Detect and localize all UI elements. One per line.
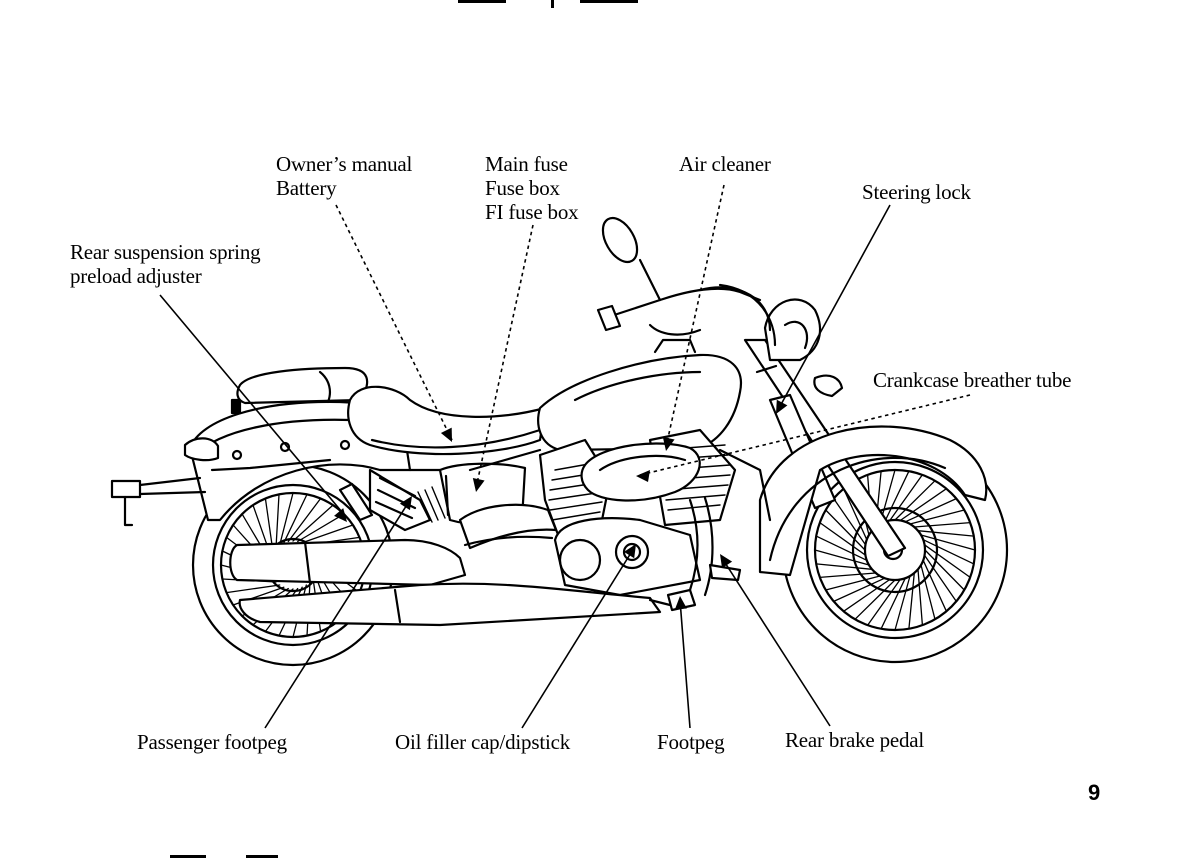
front-wheel-spoke	[815, 535, 868, 561]
label-owners-manual: Owner’s manual	[276, 152, 413, 176]
front-wheel-spoke	[894, 480, 936, 521]
exhaust	[229, 496, 714, 627]
engine	[538, 428, 737, 597]
front-wheel-spoke	[917, 530, 975, 537]
label-main-fuse: Main fuse	[485, 152, 568, 176]
crop-mark	[551, 0, 554, 8]
rear-wheel-spoke	[279, 492, 294, 546]
label-crankcase-breather: Crankcase breather tube	[873, 368, 1072, 392]
rear-wheel-spoke	[264, 497, 274, 553]
front-wheel-spoke	[825, 509, 866, 551]
front-wheel-spoke	[909, 509, 965, 525]
label-air-cleaner: Air cleaner	[679, 152, 771, 176]
crop-mark	[458, 0, 506, 3]
passenger-seat	[236, 366, 369, 405]
front-wheel-spoke	[825, 575, 881, 591]
leader-oil-filler	[521, 547, 635, 729]
label-oil-filler: Oil filler cap/dipstick	[395, 730, 571, 754]
crop-mark	[170, 855, 206, 858]
leader-rear-brake	[721, 557, 831, 727]
front-wheel-spoke	[904, 497, 957, 523]
leader-footpeg	[679, 599, 691, 729]
front-wheel-spoke	[920, 564, 936, 620]
mirror	[601, 216, 639, 264]
label-passenger-footpeg: Passenger footpeg	[137, 730, 287, 754]
front-wheel-spoke	[913, 521, 971, 528]
front-wheel-spoke	[894, 575, 911, 631]
front-wheel-spoke	[923, 544, 971, 579]
front-wheel-spoke	[908, 572, 915, 630]
label-fuse-box: Fuse box	[485, 176, 560, 200]
tail-light	[183, 437, 220, 462]
front-wheel-spoke	[917, 568, 924, 626]
handlebar	[603, 287, 762, 320]
crop-mark	[246, 855, 278, 858]
front-wheel-spoke	[922, 559, 948, 612]
arrowheads	[334, 399, 788, 610]
front-wheel-spoke	[833, 577, 886, 603]
leader-crankcase	[639, 394, 971, 476]
rider-seat	[347, 385, 547, 456]
leader-fuse-box	[475, 224, 534, 489]
front-wheel-spoke	[880, 577, 906, 630]
rear-wheel-spoke	[292, 504, 334, 542]
rear-wheel-spoke	[297, 513, 345, 543]
label-fi-fuse-box: FI fuse box	[485, 200, 579, 224]
label-steering-lock: Steering lock	[862, 180, 971, 204]
front-wheel-spoke	[889, 474, 924, 522]
label-fuse-group: Main fuse Fuse box FI fuse box	[485, 152, 579, 224]
front-wheel-spoke	[866, 578, 901, 626]
label-battery: Battery	[276, 176, 337, 200]
leader-lines	[159, 184, 971, 729]
label-rear-suspension: Rear suspension spring preload adjuster	[70, 240, 261, 288]
label-rear-suspension-line1: Rear suspension spring	[70, 240, 261, 264]
front-wheel-spoke	[899, 488, 948, 522]
leader-air-cleaner	[665, 184, 725, 448]
crop-mark	[580, 0, 638, 3]
fuel-tank	[537, 353, 743, 452]
label-rear-suspension-line2: preload adjuster	[70, 264, 202, 288]
front-wheel-spoke	[923, 554, 957, 603]
label-owners-manual-battery: Owner’s manual Battery	[276, 152, 412, 200]
front-wheel-spoke	[884, 470, 910, 523]
label-rear-brake-pedal: Rear brake pedal	[785, 728, 925, 752]
rear-wheel-spoke	[301, 524, 354, 544]
leader-rear-suspension	[159, 294, 348, 519]
front-wheel-spoke	[922, 539, 975, 565]
front-wheel-spoke	[924, 549, 965, 591]
front-wheel-spoke	[815, 563, 873, 570]
page-number: 9	[1088, 780, 1101, 805]
leader-passenger-footpeg	[264, 499, 411, 729]
front-wheel-spoke	[842, 488, 868, 541]
rear-wheel-spoke	[225, 584, 281, 594]
front-wheel-spoke	[833, 497, 867, 546]
leader-steering-lock	[777, 204, 891, 411]
front-wheel-spoke	[920, 534, 976, 551]
rear-wheel-spoke	[275, 493, 280, 549]
rear-wheel-spoke	[287, 497, 322, 543]
rear-wheel-spoke	[283, 493, 308, 544]
front-wheel-spoke	[854, 579, 896, 620]
front-wheel-spoke	[819, 572, 877, 579]
label-footpeg: Footpeg	[657, 730, 725, 754]
front-wheel-spoke	[814, 549, 870, 566]
front-wheel-spoke	[842, 578, 891, 612]
front-wheel-spoke	[819, 521, 867, 556]
leader-owners-manual	[335, 204, 453, 441]
